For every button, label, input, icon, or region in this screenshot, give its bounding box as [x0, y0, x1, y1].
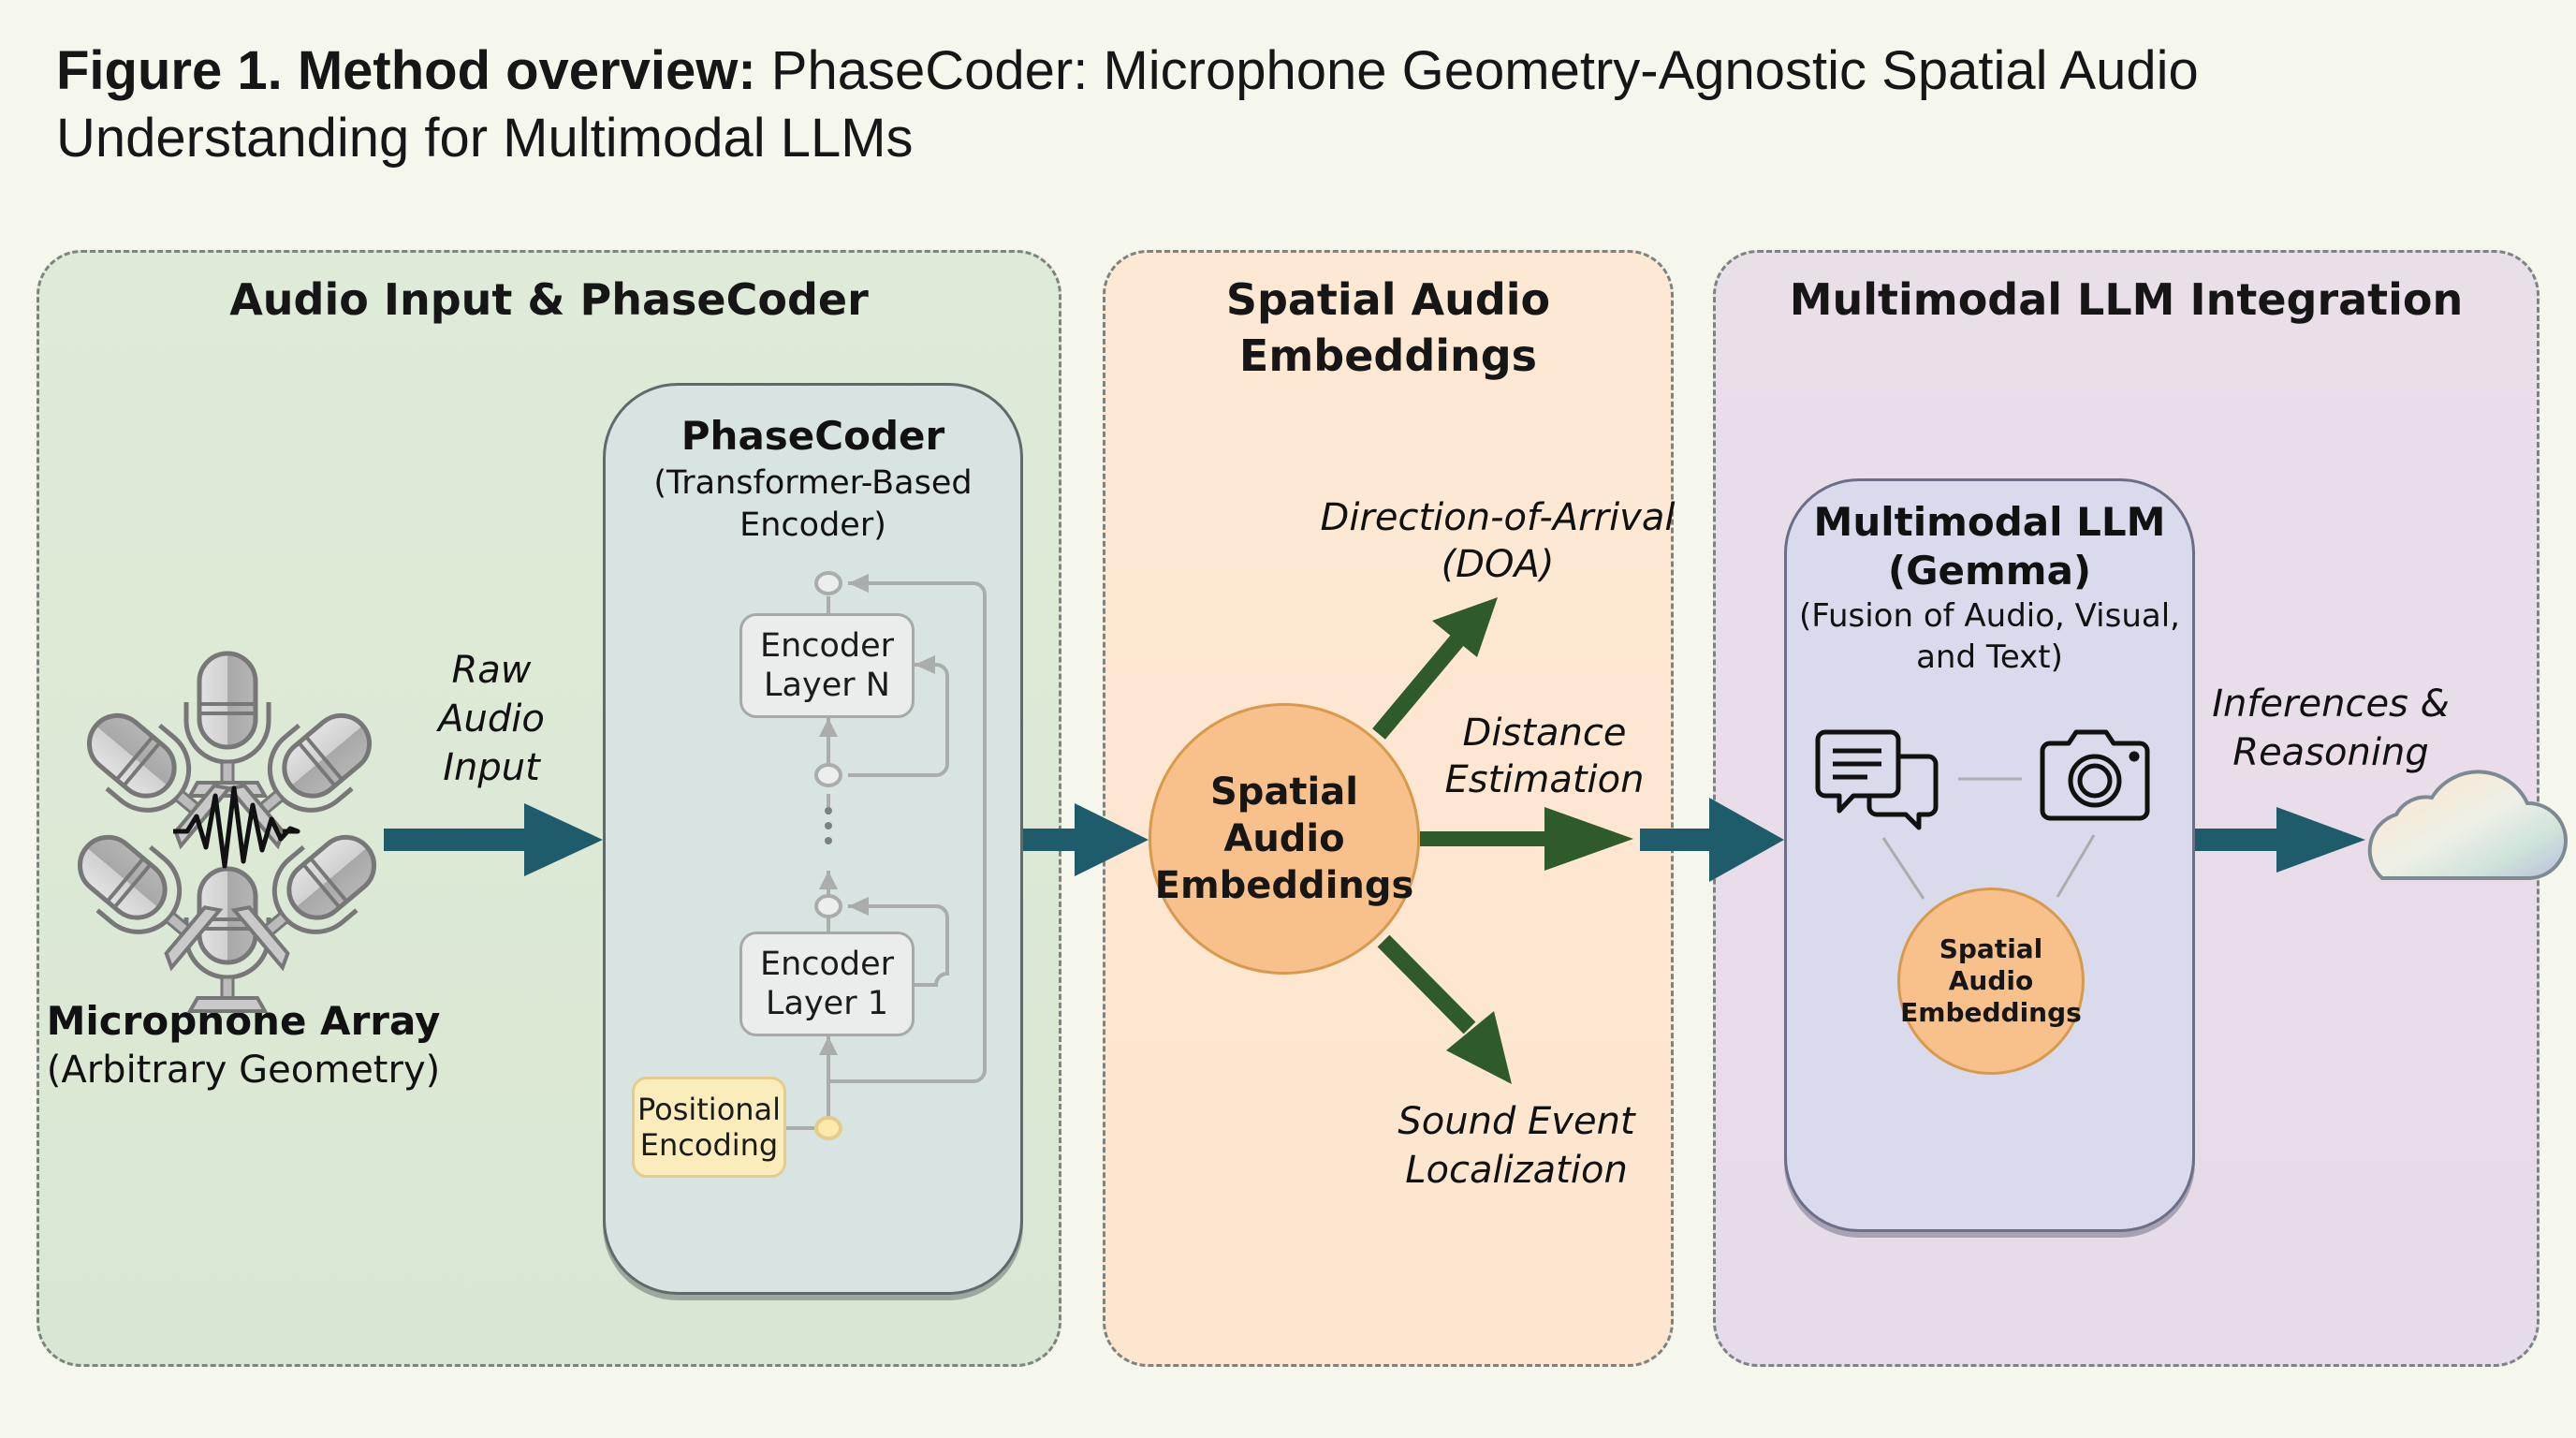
output-label-line: Sound Event	[1398, 1100, 1635, 1143]
raw-audio-input-line: Audio	[438, 697, 545, 741]
figure-title: Figure 1. Method overview: PhaseCoder: M…	[56, 37, 2527, 172]
output-label-line: Estimation	[1444, 758, 1645, 801]
chat-bubbles-icon	[1815, 729, 1939, 830]
phasecoder-title: PhaseCoder	[681, 413, 945, 459]
node-label-line: Spatial	[1210, 770, 1358, 814]
spatial-audio-embeddings-node: Spatial Audio Embeddings	[1149, 703, 1420, 975]
microphone-array-sublabel: (Arbitrary Geometry)	[46, 1049, 441, 1092]
phasecoder-subtitle: (Transformer-Based Encoder)	[606, 462, 1020, 547]
raw-audio-input-line: Raw	[451, 649, 532, 692]
llm-subtitle-line: and Text)	[1916, 638, 2063, 676]
phasecoder-output-arrow	[1023, 803, 1149, 876]
encoder-layer-label: Layer 1	[766, 985, 888, 1022]
waveform-icon	[173, 785, 300, 869]
sound-event-arrowhead	[1446, 1011, 1512, 1084]
node-label-line: Audio	[1223, 817, 1345, 860]
inferences-label-line: Inferences &	[2212, 682, 2450, 726]
camera-icon	[2040, 729, 2150, 821]
doa-arrowhead	[1432, 597, 1498, 657]
encoder-layer-label: Encoder	[759, 946, 895, 983]
phasecoder-connectors	[786, 581, 987, 1130]
llm-title-line: (Gemma)	[1887, 548, 2092, 594]
cloud-icon	[2367, 770, 2568, 880]
panel-title-line: Embeddings	[1238, 330, 1538, 381]
encoder-layer-label: Encoder	[759, 627, 895, 665]
inferences-arrow	[2195, 807, 2365, 873]
llm-title-line: Multimodal LLM	[1813, 499, 2166, 545]
output-label-line: Direction-of-Arrival	[1320, 496, 1676, 539]
panel-title-audio-input: Audio Input & PhaseCoder	[229, 274, 869, 325]
llm-input-arrow	[1640, 798, 1784, 882]
microphone-icon	[186, 653, 269, 796]
ellipsis-dots	[825, 807, 832, 844]
node-label-line: Embeddings	[1900, 997, 2082, 1028]
output-label-line: Localization	[1405, 1149, 1628, 1192]
raw-audio-arrow	[384, 803, 603, 876]
output-label-line: (DOA)	[1441, 543, 1555, 586]
distance-arrowhead	[1544, 807, 1633, 871]
output-label-line: Distance	[1462, 712, 1627, 755]
task-arrows	[1372, 597, 1633, 1084]
llm-title: Multimodal LLM (Gemma)	[1787, 498, 2192, 595]
inferences-label: Inferences & Reasoning	[2190, 680, 2471, 777]
inferences-label-line: Reasoning	[2232, 731, 2429, 774]
phasecoder-arrowheads	[819, 574, 935, 1055]
output-doa-label: Direction-of-Arrival (DOA)	[1310, 494, 1685, 588]
node-label-line: Embeddings	[1154, 864, 1414, 907]
output-distance-label: Distance Estimation	[1404, 710, 1685, 803]
figure-title-text: PhaseCoder: Microphone Geometry-Agnostic…	[56, 40, 2199, 169]
raw-audio-input-label: Raw Audio Input	[412, 646, 571, 792]
residual-nodes	[814, 571, 842, 918]
microphone-icon	[186, 869, 269, 1011]
llm-subtitle: (Fusion of Audio, Visual, and Text)	[1787, 595, 2192, 678]
node-label-line: Audio	[1948, 965, 2034, 996]
panel-title-line: Spatial Audio	[1225, 274, 1551, 325]
multimodal-llm-block: Multimodal LLM (Gemma) (Fusion of Audio,…	[1784, 478, 2195, 1232]
phasecoder-subtitle-line: (Transformer-Based	[653, 464, 973, 502]
panel-title-spatial-embeddings: Spatial Audio Embeddings	[1105, 271, 1671, 384]
microphone-array-icon	[60, 653, 394, 1011]
doa-arrow	[1372, 631, 1467, 740]
output-sound-event-label: Sound Event Localization	[1357, 1097, 1676, 1195]
positional-encoding-label: Encoding	[639, 1127, 779, 1163]
encoder-layer-label: Layer N	[764, 667, 890, 704]
embedding-connectors	[1881, 834, 2096, 900]
sound-event-arrow	[1377, 934, 1476, 1034]
positional-encoding-label: Positional	[637, 1092, 782, 1127]
phasecoder-subtitle-line: Encoder)	[739, 506, 886, 544]
figure-title-prefix: Figure 1. Method overview:	[56, 40, 756, 101]
panel-title-llm-integration: Multimodal LLM Integration	[1789, 274, 2464, 325]
llm-subtitle-line: (Fusion of Audio, Visual,	[1799, 597, 2180, 635]
node-label-line: Spatial	[1939, 933, 2043, 964]
llm-spatial-audio-embeddings-node: Spatial Audio Embeddings	[1897, 888, 2085, 1075]
positional-encoding-add-node	[814, 1116, 842, 1140]
raw-audio-input-line: Input	[443, 746, 540, 789]
